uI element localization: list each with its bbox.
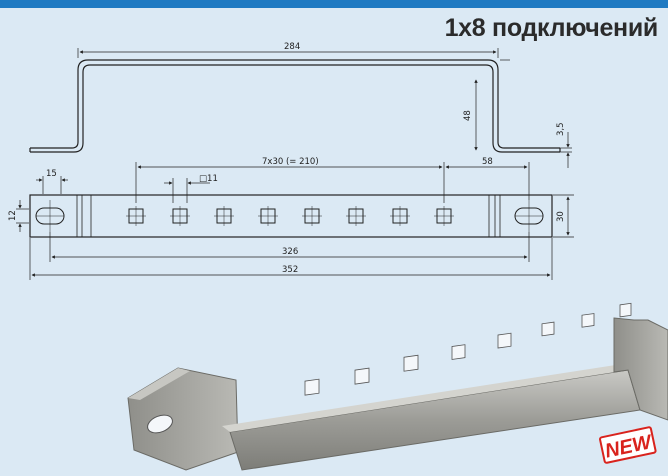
photo-square-hole <box>451 344 466 360</box>
photo-square-hole <box>541 321 555 337</box>
square-holes <box>126 206 454 226</box>
top-accent-bar <box>0 0 668 8</box>
photo-square-hole <box>581 313 595 328</box>
square-hole <box>434 206 454 226</box>
dimension-thickness <box>560 132 572 168</box>
photo-square-hole <box>354 367 370 385</box>
dimension-height <box>474 59 510 151</box>
dim-end-margin-label: 58 <box>482 157 493 167</box>
dim-thickness-label: 3,5 <box>556 122 566 136</box>
square-hole <box>346 206 366 226</box>
dim-width-label: 30 <box>556 211 566 222</box>
photo-square-hole <box>304 378 320 396</box>
dim-end-height-label: 12 <box>8 210 18 221</box>
product-photo <box>127 302 668 471</box>
dimension-length <box>77 48 499 58</box>
page-title: 1x8 подключений <box>444 14 659 42</box>
dim-hole-spacing-label: 326 <box>282 247 298 257</box>
photo-square-hole <box>497 332 512 349</box>
dim-pitch-label: 7x30 (= 210) <box>262 157 319 167</box>
square-hole <box>214 206 234 226</box>
photo-slot-hole <box>147 414 173 434</box>
photo-square-hole <box>619 302 632 318</box>
side-view-profile <box>29 59 561 153</box>
dim-square-hole-label: □11 <box>199 174 218 184</box>
dim-length-label: 284 <box>284 42 300 52</box>
square-hole <box>126 206 146 226</box>
square-hole <box>170 206 190 226</box>
dim-total-length-label: 352 <box>282 265 298 275</box>
square-hole <box>302 206 322 226</box>
new-badge: NEW <box>599 426 657 464</box>
end-slot-left <box>35 200 65 232</box>
dimension-lines-top <box>16 162 574 280</box>
photo-square-hole <box>403 354 419 372</box>
dim-hole-offset-label: 15 <box>46 169 57 179</box>
top-view-bar <box>29 194 553 238</box>
dim-height-label: 48 <box>463 110 473 121</box>
square-hole <box>258 206 278 226</box>
square-hole <box>390 206 410 226</box>
end-slot-right <box>514 200 544 232</box>
